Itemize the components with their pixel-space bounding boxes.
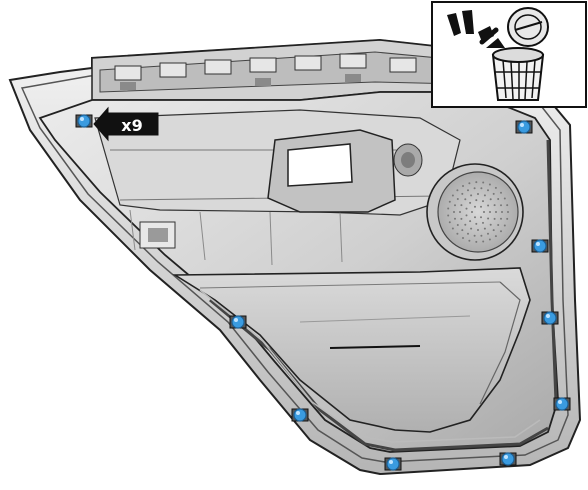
clip-icon — [229, 315, 247, 329]
clip-markers — [75, 114, 571, 471]
clip-icon — [531, 239, 549, 253]
clip-icon — [499, 452, 517, 466]
clip-icon — [75, 114, 93, 128]
callout-label: x9 — [121, 116, 142, 135]
discard-inset — [431, 1, 587, 108]
speaker-grille — [426, 163, 524, 261]
door-handle-recess — [267, 129, 423, 213]
clip-icon — [515, 120, 533, 134]
clip-icon — [384, 457, 402, 471]
clip-icon — [553, 397, 571, 411]
clip-icon — [291, 408, 309, 422]
discard-bin-icon — [447, 7, 549, 101]
left-arrow-icon — [93, 106, 159, 142]
callout-x9: x9 — [93, 106, 159, 142]
map-pocket — [172, 267, 531, 433]
clip-icon — [541, 311, 559, 325]
bottom-channel — [199, 139, 558, 452]
top-retaining-strip — [91, 39, 471, 101]
